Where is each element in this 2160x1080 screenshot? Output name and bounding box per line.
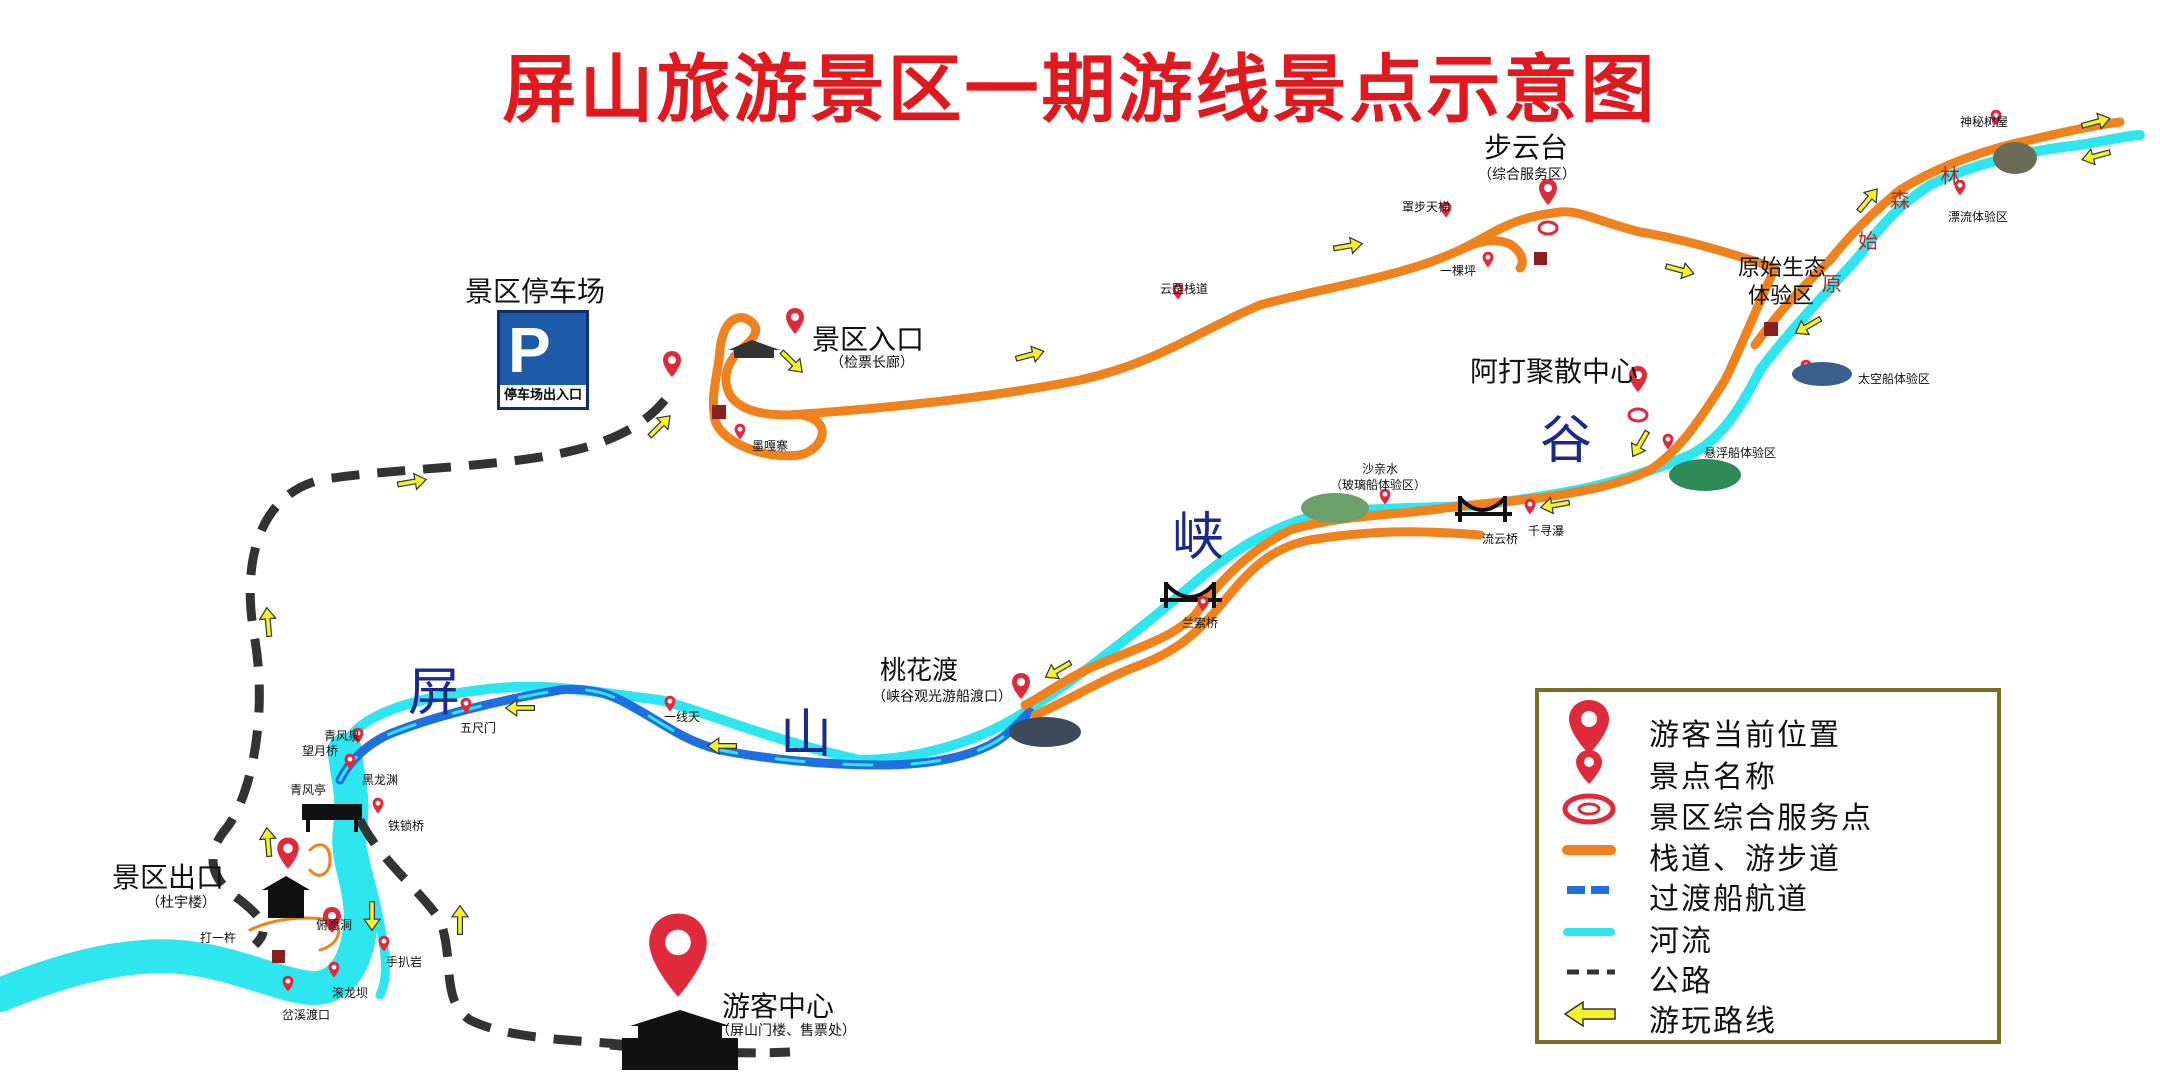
poi-xuanfuchuan: 悬浮船体验区	[1704, 446, 1777, 460]
pin-mogu	[734, 423, 746, 440]
poi-moguzhai: 墨嘎寨	[752, 439, 789, 453]
buildings	[262, 340, 780, 1070]
arrow-15	[1625, 426, 1655, 462]
pin-parking-road	[663, 351, 681, 377]
legend-label-boat: 过渡船航道	[1649, 882, 1809, 917]
buyuntai-label: 步云台	[1484, 131, 1569, 164]
legend-poi-pin-icon	[1576, 750, 1602, 784]
poi-gunlongba: 滚龙坝	[332, 986, 369, 1000]
lansuoqiao-bridge	[1160, 582, 1222, 608]
poi-qingfengquan: 青风泉	[324, 729, 361, 743]
legend-label-river: 河流	[1649, 924, 1713, 959]
forest-char-lin: 林	[1940, 164, 1960, 188]
valley-char-ping: 屏	[408, 663, 461, 723]
yuanshi-label-1: 原始生态	[1738, 256, 1827, 281]
poi-tiesuoqiao: 铁锁桥	[388, 819, 425, 833]
poi-piaoliu: 漂流体验区	[1948, 210, 2009, 224]
legend-label-service: 景区综合服务点	[1649, 801, 1873, 836]
valley-char-gu: 谷	[1540, 411, 1593, 471]
arrow-1	[1331, 234, 1365, 258]
visitor-center-gate	[622, 1010, 738, 1070]
legend-label-trail: 栈道、游步道	[1649, 842, 1841, 877]
legend-current-location-icon	[1569, 700, 1609, 754]
pin-visitor-center	[649, 913, 707, 997]
entrance-gate	[728, 340, 780, 358]
poi-yunzhanzhandao: 云罡栈道	[1160, 282, 1209, 296]
parking-sign-text: 停车场出入口	[500, 385, 586, 407]
legend-label-route: 游玩路线	[1649, 1004, 1777, 1039]
exit-tower	[262, 876, 310, 918]
exit-label: 景区出口	[112, 861, 225, 894]
entrance-sub: （检票长廊）	[830, 355, 914, 371]
poi-zhaobutianti: 罩步天梯	[1402, 200, 1451, 214]
pin-qianxun	[1524, 498, 1536, 515]
yuanshi-label-2: 体验区	[1748, 284, 1815, 309]
poi-yixiantian: 一线天	[664, 710, 701, 724]
entrance-label: 景区入口	[812, 323, 925, 356]
poi-fuyuandong: 俯愿洞	[316, 918, 353, 932]
visitor-center-sub: （屏山门楼、售票处）	[716, 1023, 856, 1039]
poi-boliban: （玻璃船体验区）	[1330, 478, 1427, 492]
poi-shoupayan: 手扒岩	[386, 955, 423, 969]
poi-heilongyuan: 黑龙渊	[362, 773, 399, 787]
valley-char-xia: 峡	[1172, 508, 1225, 568]
bridges	[302, 496, 1512, 832]
exit-sub: （杜宇楼）	[146, 895, 216, 911]
map-title: 屏山旅游景区一期游线景点示意图	[502, 47, 1658, 133]
pin-entrance	[786, 308, 804, 334]
arrow-7	[258, 606, 278, 638]
forest-char-sen: 森	[1890, 188, 1910, 212]
map-legend: 游客当前位置 景点名称 景区综合服务点 栈道、游步道 过渡船航道 河流 公路 游…	[1535, 688, 2001, 1044]
arrow-8	[258, 826, 278, 858]
poi-shaqinshui: 沙亲水	[1362, 462, 1399, 476]
arrow-3	[1013, 342, 1047, 368]
tiesuoqiao-bridge	[302, 804, 362, 832]
poi-dayijian: 打一杵	[200, 931, 237, 945]
legend-service-ring-icon	[1562, 793, 1616, 825]
boat-route	[335, 684, 1035, 785]
legend-label-poi: 景点名称	[1649, 760, 1777, 795]
parking-label: 景区停车场	[465, 275, 606, 308]
legend-symbols	[1562, 700, 1616, 1028]
parking-sign: P 停车场出入口	[497, 310, 589, 410]
legend-route-arrow	[1563, 1000, 1616, 1028]
arrow-4	[775, 345, 809, 379]
legend-label-road: 公路	[1649, 964, 1713, 999]
taohuadu-sub: （峡谷观光游船渡口）	[872, 689, 1012, 705]
parking-icon: P	[508, 314, 551, 386]
legend-label-current-location: 游客当前位置	[1649, 718, 1841, 753]
arrow-2	[1663, 257, 1697, 283]
poi-shenmishuwu: 神秘树屋	[1960, 115, 2009, 129]
pin-tiesuo	[372, 797, 384, 814]
taohuadu-label: 桃花渡	[880, 656, 959, 686]
poi-lansuoqiao: 兰索桥	[1182, 616, 1219, 630]
poi-wuchimen: 五尺门	[460, 721, 497, 735]
forest-char-yuan: 原	[1822, 272, 1842, 296]
visitor-center-label: 游客中心	[722, 990, 835, 1023]
poi-qianxunpu: 千寻瀑	[1528, 524, 1565, 538]
buyuntai-sub: （综合服务区）	[1478, 167, 1576, 183]
arrow-10	[451, 904, 469, 936]
pin-exit	[277, 837, 299, 869]
poi-liuyunqiao: 流云桥	[1482, 532, 1519, 546]
service-points	[1537, 220, 1649, 423]
valley-char-shan: 山	[780, 705, 833, 765]
pin-taohuadu	[1012, 673, 1030, 699]
forest-char-shi: 始	[1858, 229, 1878, 253]
scene-thumbnails	[1009, 142, 2037, 747]
poi-yikeping: 一棵坪	[1440, 264, 1477, 278]
poi-chaxidukou: 岔溪渡口	[282, 1008, 331, 1022]
poi-qingfengting: 青风亭	[290, 783, 327, 797]
ada-label: 阿打聚散中心	[1470, 355, 1639, 388]
toilet-icons	[272, 252, 1778, 963]
poi-taikongchuan: 太空船体验区	[1858, 372, 1931, 386]
liuyunqiao-bridge	[1455, 496, 1512, 522]
poi-wangyueqiao: 望月桥	[302, 744, 339, 758]
pin-yikeping	[1482, 251, 1494, 268]
